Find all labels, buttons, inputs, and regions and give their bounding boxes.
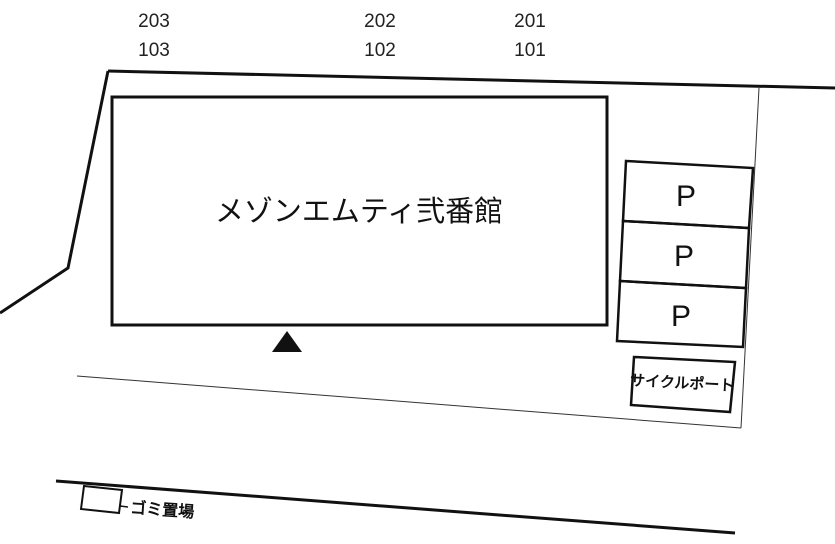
garbage-area-label: ゴミ置場	[130, 498, 195, 521]
lot-boundary-south	[76, 375, 742, 429]
parking-space-3	[615, 279, 748, 349]
room-number-201: 201	[514, 11, 546, 32]
lot-boundary-east	[740, 87, 760, 429]
room-number-101: 101	[514, 40, 546, 61]
entrance-triangle-icon	[272, 331, 302, 352]
parking-label-1: P	[676, 180, 696, 213]
building-name: メゾンエムティ弐番館	[215, 194, 503, 228]
road-line	[55, 479, 736, 535]
garbage-area-box	[79, 484, 124, 515]
lot-boundary-north	[107, 69, 835, 90]
room-number-202: 202	[364, 11, 396, 32]
room-number-103: 103	[138, 40, 170, 61]
building-outline	[110, 95, 609, 327]
room-number-102: 102	[364, 40, 396, 61]
cycle-port-label: サイクルポート	[630, 371, 735, 394]
parking-label-3: P	[671, 300, 691, 333]
garbage-leader-line	[119, 505, 129, 508]
cycle-port-box	[629, 355, 737, 414]
lot-boundary-west	[0, 70, 110, 315]
room-number-203: 203	[138, 11, 170, 32]
parking-label-2: P	[674, 240, 694, 273]
